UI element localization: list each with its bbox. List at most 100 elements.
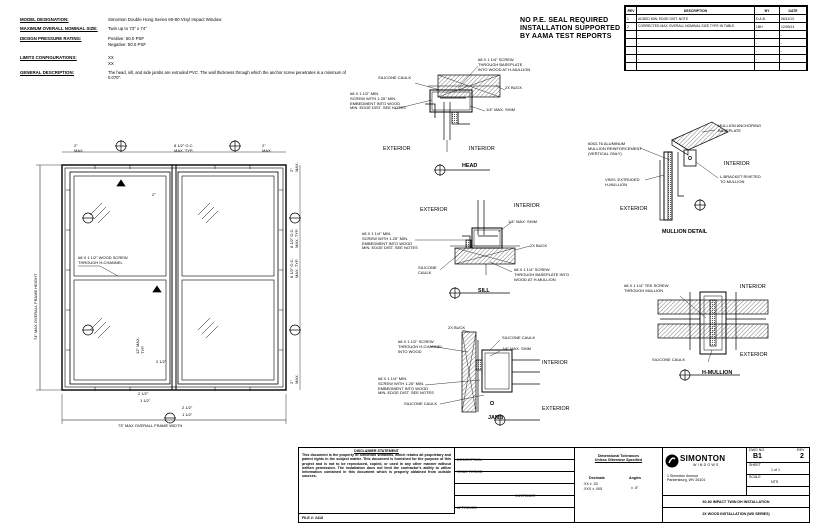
dim-bot-c: 2 1/2" (182, 405, 193, 410)
overall-width: 73" MAX OVERALL FRAME WIDTH (118, 423, 183, 428)
mullion-callout-lbracket: L-BRACKET RIVETED TO MULLION (720, 174, 761, 184)
mullion-callout-vinyl: VINYL EXTRUDED H-MULLION (605, 177, 640, 187)
h-mullion-section (657, 291, 769, 381)
info-row: APPROVED (455, 496, 574, 510)
sill-section (415, 200, 531, 299)
revision-table: REV DESCRIPTION BY DATE 1 ADDED MIN. EDG… (624, 5, 808, 71)
dim-right-bot: 2" MAX. (289, 374, 299, 384)
seal-note: NO P.E. SEAL REQUIRED INSTALLATION SUPPO… (520, 17, 621, 40)
file-number: FILE #: 2418 (302, 516, 323, 520)
disclaimer-title: DISCLAIMER STATEMENT (354, 449, 399, 453)
tolerance-title: Dimensional Tolerances (597, 454, 640, 458)
overall-height: 74" MAX OVERALL FRAME HEIGHT (33, 273, 38, 340)
head-interior-label: INTERIOR (469, 146, 495, 152)
elevation-screw-note: #8 X 1 1/2" WOOD SCREW THROUGH H-CHANNEL (78, 255, 128, 265)
mullion-title: MULLION DETAIL (662, 229, 708, 235)
mullion-exterior-label: EXTERIOR (620, 206, 648, 212)
simonton-logo-icon (665, 454, 679, 468)
info-row: DESCRIPTION (455, 448, 574, 462)
dwg-number: B1 (753, 453, 762, 460)
dim-top-right: 2" MAX. (262, 143, 272, 153)
sill-callout-buck: 2X BUCK (530, 243, 548, 248)
brand-box: SIMONTON WINDOWS 1 Simonton Avenue Parke… (663, 448, 747, 496)
rev-number: 2 (800, 453, 804, 460)
info-row: CUSTOMER (455, 484, 574, 498)
sill-exterior-label: EXTERIOR (420, 207, 448, 213)
head-callout-buck: 2X BUCK (505, 85, 523, 90)
tolerance-box: Dimensional Tolerances Unless Otherwise … (575, 448, 663, 522)
dim-bot-d: 1 1/2" (182, 412, 193, 417)
info-row: ISSUE PERIOD (455, 460, 574, 474)
jamb-exterior-label: EXTERIOR (542, 406, 570, 412)
general-description: The head, sill, and side jambs are extru… (108, 70, 347, 81)
jamb-callout-caulk2: SILICONE CAULK (404, 401, 438, 406)
dim-bot-a: 2 1/2" (138, 391, 149, 396)
drawing-title-main: 60-80 IMPACT TWIN DH INSTALLATION (663, 500, 809, 509)
jamb-title: JAMB (488, 415, 504, 421)
head-section (394, 65, 506, 176)
head-callout-screw: #8 X 1 1/4" SCREW THROUGH BASEPLATE INTO… (478, 57, 531, 72)
jamb-callout-shim: 1/4" MAX. SHIM (502, 346, 531, 351)
hmullion-callout-caulk: SILICONE CAULK (652, 357, 686, 362)
mullion-callout-reinforcement: 6063-T6 ALUMINUM MULLION REINFORCEMENT (… (588, 141, 642, 156)
jamb-callout-hchannel: #8 X 1 1/2" SCREW THROUGH H-CHANNEL INTO… (398, 339, 443, 354)
decimals-label: Decimals (589, 476, 605, 481)
dim-center-a: 2" (152, 192, 156, 197)
dim-center-c: 2 1/2" (156, 359, 167, 364)
tolerance-subtitle: Unless Otherwise Specified (594, 458, 643, 463)
sill-callout-embed: #8 X 1 1/4" MIN. SCREW WITH 1.25" MIN. E… (362, 231, 418, 251)
dim-right-top: 2" MAX. (289, 162, 299, 172)
spec-header: MODEL DESIGNATION: Simonton Double Hung … (20, 17, 360, 87)
decimals-values: .XX ± .03 .XXX ± .005 (583, 482, 603, 491)
mullion-detail (639, 121, 729, 221)
sheet-label: SHEET (749, 463, 761, 467)
table-row (625, 62, 807, 71)
dim-top-mid: 8 1/2" O.C. MAX. TYP. (174, 143, 194, 153)
sill-callout-caulk: SILICONE CAULK (418, 265, 437, 275)
sill-title: SILL (478, 288, 490, 294)
brand-subname: WINDOWS (693, 463, 720, 467)
hmullion-title: H-MULLION (702, 370, 733, 376)
dwg-label: DWG NO. (749, 448, 766, 452)
scale-label: SCALE (749, 475, 761, 479)
hmullion-exterior-label: EXTERIOR (740, 352, 768, 358)
title-block: DISCLAIMER STATEMENT This document is th… (298, 447, 810, 523)
hmullion-callout-screw: #8 X 1 1/4" TEK SCREW THROUGH MULLION (624, 283, 669, 293)
angles-values: ± .5° (631, 486, 639, 491)
dim-center-b: 12" MAX. TYP. (135, 337, 145, 354)
company-address: 1 Simonton Avenue Parkersburg, WV 26101 (667, 474, 706, 483)
mullion-interior-label: INTERIOR (724, 161, 750, 167)
brand-name: SIMONTON (680, 454, 726, 463)
disclaimer-box: DISCLAIMER STATEMENT This document is th… (299, 448, 455, 514)
dim-right-mid: 8 1/2" O.C. MAX. TYP. (289, 228, 299, 248)
head-exterior-label: EXTERIOR (383, 146, 411, 152)
jamb-section (424, 329, 540, 426)
sill-interior-label: INTERIOR (514, 203, 540, 209)
sheet-number: 1 of 1 (771, 468, 780, 472)
dwg-grid: DWG NO. B1 REV 2 SHEET 1 of 1 SCALE NTS (747, 448, 809, 496)
sill-callout-shim: 1/4" MAX. SHIM (508, 219, 537, 224)
jamb-callout-buck: 2X BUCK (448, 325, 466, 330)
hmullion-interior-label: INTERIOR (740, 284, 766, 290)
dim-top-left: 2" MAX. (74, 143, 84, 153)
scale-value: NTS (771, 480, 779, 484)
info-grid: DESCRIPTION ISSUE PERIOD CUSTOMER APPROV… (455, 448, 575, 522)
section-marker-head (82, 140, 301, 424)
jamb-interior-label: INTERIOR (542, 360, 568, 366)
head-title: HEAD (462, 163, 478, 169)
mullion-callout-baseplate: MULLION ANCHORING BASEPLATE (718, 123, 762, 133)
info-row (455, 472, 574, 484)
head-callout-shim: 1/4" MAX. SHIM (486, 107, 515, 112)
jamb-callout-embed: #8 X 1 1/4" MIN. SCREW WITH 1.25" MIN. E… (378, 376, 434, 396)
angles-label: Angles (629, 476, 641, 481)
drawing-title-box: 60-80 IMPACT TWIN DH INSTALLATION 2X WOO… (663, 496, 809, 522)
elevation-view (36, 151, 301, 424)
drawing-title-sub: 2X WOOD INSTALLATION (WD SERIES) (702, 512, 770, 517)
head-callout-embed: #8 X 1 1/2" MIN. SCREW WITH 1.25" MIN. E… (350, 91, 406, 111)
sill-callout-screw: #8 X 1 1/4" SCREW THROUGH BASEPLATE INTO… (514, 267, 569, 282)
dim-bot-b: 1 1/2" (140, 398, 151, 403)
dim-right-mid2: 8 1/2" O.C. MAX. TYP. (289, 258, 299, 278)
rev-label: REV (797, 448, 805, 452)
head-callout-caulk: SILICONE CAULK (378, 75, 412, 80)
